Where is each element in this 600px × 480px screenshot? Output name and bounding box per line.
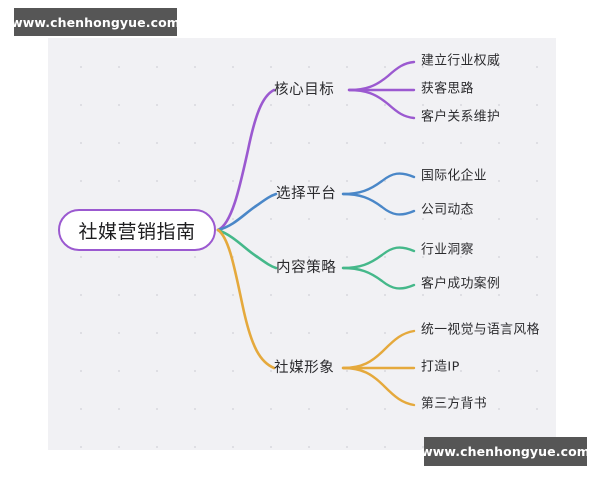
leaf-node-建立行业权威[interactable]: 建立行业权威 (421, 53, 501, 69)
leaf-node-第三方背书[interactable]: 第三方背书 (421, 396, 487, 412)
leaf-node-打造IP[interactable]: 打造IP (421, 359, 460, 375)
leaf-node-公司动态[interactable]: 公司动态 (421, 202, 474, 218)
leaf-node-获客思路[interactable]: 获客思路 (421, 81, 474, 97)
watermark-top-left: www.chenhongyue.com (11, 8, 180, 36)
leaf-node-行业洞察[interactable]: 行业洞察 (421, 242, 474, 258)
leaf-node-客户成功案例[interactable]: 客户成功案例 (421, 276, 501, 292)
watermark-bottom-right: www.chenhongyue.com (421, 437, 590, 466)
root-node-label: 社媒营销指南 (78, 220, 196, 243)
leaf-node-统一视觉与语言风格[interactable]: 统一视觉与语言风格 (421, 322, 540, 338)
branch-node-核心目标[interactable]: 核心目标 (274, 81, 335, 98)
leaf-node-国际化企业[interactable]: 国际化企业 (421, 168, 487, 184)
branch-node-内容策略[interactable]: 内容策略 (276, 259, 337, 276)
root-node[interactable]: 社媒营销指南 (58, 209, 216, 251)
branch-node-选择平台[interactable]: 选择平台 (276, 185, 337, 202)
branch-node-社媒形象[interactable]: 社媒形象 (274, 359, 335, 376)
mindmap-canvas[interactable] (48, 38, 556, 450)
leaf-node-客户关系维护[interactable]: 客户关系维护 (421, 109, 501, 125)
